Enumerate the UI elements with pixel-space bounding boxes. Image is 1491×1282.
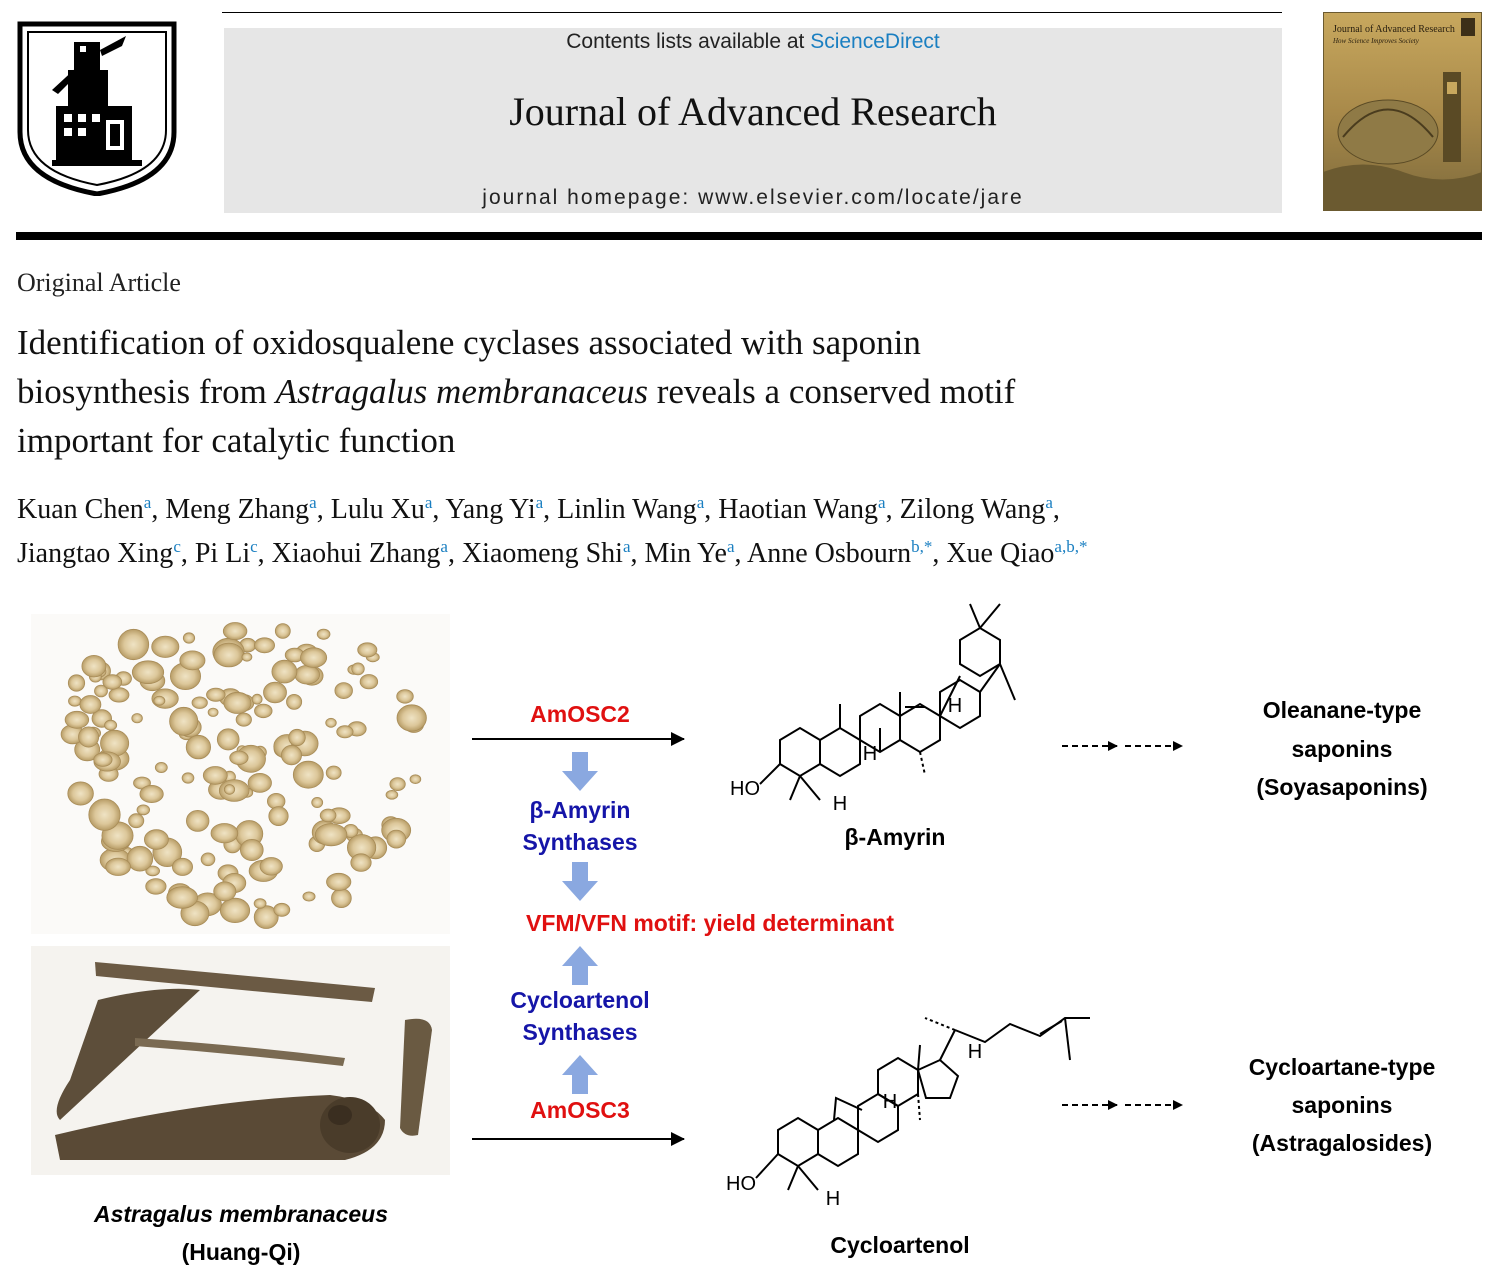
author-name[interactable]: Meng Zhang — [165, 494, 310, 525]
author-affiliation-marker[interactable]: a — [696, 493, 705, 512]
root-slices-photo — [31, 614, 450, 934]
title-species-italic: Astragalus membranaceus — [275, 372, 648, 411]
author-name[interactable]: Linlin Wang — [557, 494, 697, 525]
author-affiliation-marker[interactable]: a — [309, 493, 317, 512]
author-affiliation-marker[interactable]: a — [535, 493, 544, 512]
cycloartenol-synthases-line1: Cycloartenol — [510, 987, 649, 1013]
author-separator: , — [432, 494, 446, 525]
title-text: reveals a conserved motif — [647, 372, 1016, 411]
journal-homepage-link[interactable]: journal homepage: www.elsevier.com/locat… — [482, 186, 1024, 209]
author-name[interactable]: Xue Qiao — [946, 538, 1055, 569]
author-name[interactable]: Xiaomeng Shi — [461, 538, 623, 569]
journal-title: Journal of Advanced Research — [509, 89, 997, 134]
atom-h: H — [948, 695, 962, 717]
header-thick-rule — [16, 232, 1482, 240]
author-name[interactable]: Min Ye — [644, 538, 727, 569]
university-logo — [17, 21, 177, 196]
blue-down-arrow-1 — [562, 752, 598, 791]
atom-h: H — [826, 1188, 840, 1210]
atom-h: H — [833, 793, 847, 815]
compound-beta-amyrin: β-Amyrin — [845, 824, 946, 850]
author-separator: , — [704, 494, 719, 525]
beta-amyrin-synthases-line2: Synthases — [522, 829, 637, 855]
header-top-rule — [222, 12, 1282, 13]
cover-subtitle: How Science Improves Society — [1332, 37, 1420, 45]
author-affiliation-marker[interactable]: a — [440, 537, 448, 556]
atom-ho-bottom: HO — [726, 1173, 756, 1195]
author-name[interactable]: Jiangtao Xing — [17, 538, 174, 569]
author-name[interactable]: Yang Yi — [445, 494, 536, 525]
author-separator: , — [257, 538, 272, 569]
product-top-line3: (Soyasaponins) — [1256, 774, 1427, 800]
author-affiliation-marker[interactable]: a — [878, 493, 886, 512]
whole-roots-photo — [31, 946, 450, 1175]
author-name[interactable]: Kuan Chen — [17, 494, 144, 525]
article-title-line3: important for catalytic function — [17, 421, 456, 460]
author-affiliation-marker[interactable]: a — [622, 537, 631, 556]
author-name[interactable]: Zilong Wang — [899, 494, 1046, 525]
blue-arrows — [562, 752, 598, 1094]
author-name[interactable]: Anne Osbourn — [746, 538, 912, 569]
atom-ho-top: HO — [730, 778, 760, 800]
author-name[interactable]: Xiaohui Zhang — [271, 538, 441, 569]
beta-amyrin-synthases-line1: β-Amyrin — [530, 797, 631, 823]
contents-prefix: Contents lists available at — [566, 30, 811, 53]
plant-common-name: (Huang-Qi) — [182, 1239, 301, 1265]
product-top-line1: Oleanane-type — [1263, 697, 1422, 723]
author-separator: , — [885, 494, 900, 525]
cycloartenol-structure — [755, 1017, 1090, 1191]
beta-amyrin-structure — [759, 603, 1016, 801]
motif-label: VFM/VFN motif: yield determinant — [526, 910, 894, 936]
author-separator: , — [734, 538, 747, 569]
author-list: Kuan Chena, Meng Zhanga, Lulu Xua, Yang … — [17, 484, 1477, 572]
article-title: Identification of oxidosqualene cyclases… — [17, 318, 1437, 465]
author-affiliation-marker[interactable]: a — [1045, 493, 1053, 512]
cycloartenol-synthases-line2: Synthases — [522, 1019, 637, 1045]
product-top-line2: saponins — [1292, 736, 1393, 762]
blue-up-arrow-2 — [562, 1055, 598, 1094]
blue-down-arrow-2 — [562, 862, 598, 901]
product-bottom-line2: saponins — [1292, 1092, 1393, 1118]
author-affiliation-marker[interactable]: c — [250, 537, 258, 556]
author-separator: , — [180, 538, 195, 569]
author-name[interactable]: Lulu Xu — [330, 494, 425, 525]
author-name[interactable]: Haotian Wang — [718, 494, 879, 525]
atom-h: H — [863, 743, 877, 765]
product-bottom-line3: (Astragalosides) — [1252, 1130, 1432, 1156]
enzyme-amosc2: AmOSC2 — [530, 701, 630, 727]
article-title-line1: Identification of oxidosqualene cyclases… — [17, 323, 921, 362]
author-affiliation-marker[interactable]: c — [173, 537, 181, 556]
atom-h: H — [883, 1091, 897, 1113]
article-title-line2: biosynthesis from Astragalus membranaceu… — [17, 367, 1437, 416]
author-separator: , — [630, 538, 645, 569]
plant-name: Astragalus membranaceus — [93, 1201, 388, 1227]
product-bottom-line1: Cycloartane-type — [1249, 1054, 1436, 1080]
author-separator: , — [316, 494, 331, 525]
author-affiliation-marker[interactable]: a — [143, 493, 152, 512]
enzyme-amosc3: AmOSC3 — [530, 1097, 630, 1123]
article-type: Original Article — [17, 268, 181, 297]
atom-h: H — [968, 1041, 982, 1063]
journal-header-band — [224, 28, 1282, 213]
author-affiliation-marker[interactable]: a,b,* — [1054, 537, 1088, 556]
author-separator: , — [543, 494, 558, 525]
author-separator: , — [932, 538, 947, 569]
journal-cover-image: Journal of Advanced Research How Science… — [1323, 12, 1482, 211]
author-separator: , — [447, 538, 462, 569]
author-separator: , — [1052, 494, 1060, 525]
title-text: biosynthesis from — [17, 372, 276, 411]
cover-title: Journal of Advanced Research — [1333, 24, 1455, 35]
compound-cycloartenol: Cycloartenol — [830, 1232, 969, 1258]
blue-up-arrow-1 — [562, 946, 598, 985]
sciencedirect-link[interactable]: ScienceDirect — [810, 30, 940, 53]
author-affiliation-marker[interactable]: b,* — [911, 537, 933, 556]
author-affiliation-marker[interactable]: a — [726, 537, 735, 556]
author-name[interactable]: Pi Li — [194, 538, 251, 569]
graphical-abstract: AmOSC2 β-Amyrin Synthases VFM/VFN motif:… — [31, 603, 1436, 1265]
author-affiliation-marker[interactable]: a — [424, 493, 433, 512]
author-separator: , — [151, 494, 166, 525]
contents-available-line: Contents lists available at ScienceDirec… — [224, 30, 1282, 54]
